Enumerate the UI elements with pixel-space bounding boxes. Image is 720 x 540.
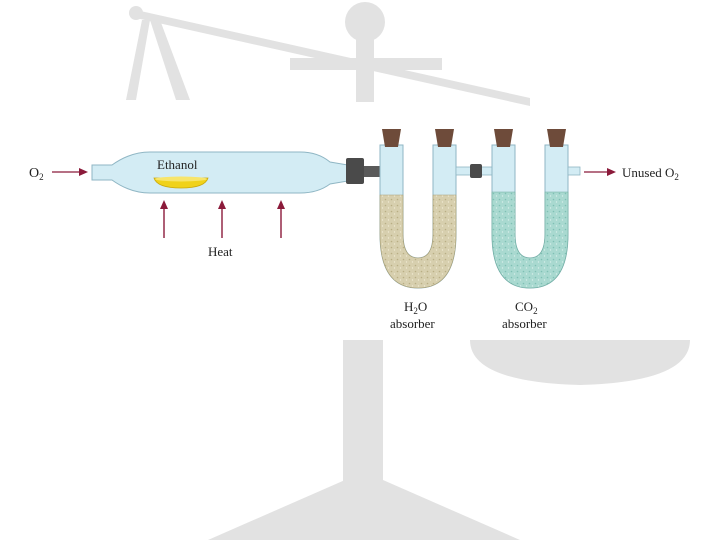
h2o-absorber-label: H2O absorber: [390, 299, 435, 331]
svg-text:absorber: absorber: [502, 316, 547, 331]
balance-scale-watermark-icon: [126, 2, 690, 540]
outlet-label: Unused O2: [622, 165, 679, 182]
inlet-label: O2: [29, 166, 44, 182]
ethanol-boat: [153, 176, 209, 189]
co2-absorber-tube: [491, 144, 569, 289]
svg-text:absorber: absorber: [390, 316, 435, 331]
svg-text:H2O: H2O: [404, 299, 427, 316]
svg-text:O2: O2: [29, 166, 44, 182]
svg-text:Unused O2: Unused O2: [622, 165, 679, 182]
h2o-absorber-tube: [379, 144, 457, 289]
heat-arrow-icon: [160, 200, 168, 238]
ethanol-label: Ethanol: [157, 157, 198, 172]
combustion-tube: [91, 151, 349, 194]
heat-arrow-icon: [277, 200, 285, 238]
connector: [346, 158, 380, 184]
svg-text:CO2: CO2: [515, 299, 538, 316]
inlet-arrow-icon: [52, 168, 88, 176]
tube-link: [455, 164, 497, 178]
outlet-arrow-icon: [584, 168, 616, 176]
heat-arrow-icon: [218, 200, 226, 238]
rubber-stopper-icon: [382, 129, 454, 147]
outlet-tube: [567, 166, 581, 176]
heat-label: Heat: [208, 244, 233, 259]
co2-absorber-label: CO2 absorber: [502, 299, 547, 331]
rubber-stopper-icon: [494, 129, 566, 147]
